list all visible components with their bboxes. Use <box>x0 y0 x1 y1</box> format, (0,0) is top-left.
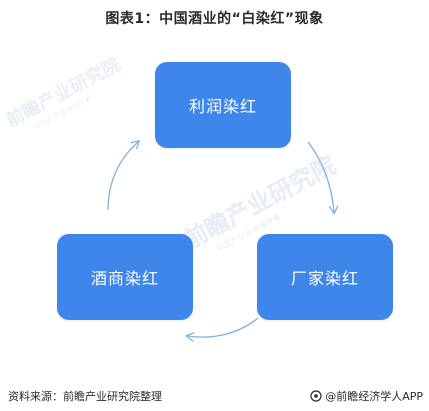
node-profit-red-label: 利润染红 <box>188 97 257 116</box>
node-dealer-red: 酒商染红 <box>57 234 193 320</box>
source-note: 资料来源：前瞻产业研究院整理 <box>8 390 162 403</box>
brand-logo-icon <box>310 390 322 402</box>
node-dealer-red-label: 酒商染红 <box>90 269 159 288</box>
arrow-right-to-left <box>188 317 259 337</box>
node-manufacturer-red-label: 厂家染红 <box>290 269 359 288</box>
node-profit-red: 利润染红 <box>155 62 291 148</box>
chart-title: 图表1：中国酒业的“白染红”现象 <box>105 11 324 27</box>
arrow-left-to-top <box>107 142 138 211</box>
arrow-top-to-right <box>307 141 334 212</box>
node-manufacturer-red: 厂家染红 <box>257 234 393 320</box>
brand-credit: @前瞻经济学人APP <box>310 388 423 404</box>
brand-credit-text: @前瞻经济学人APP <box>325 390 423 403</box>
